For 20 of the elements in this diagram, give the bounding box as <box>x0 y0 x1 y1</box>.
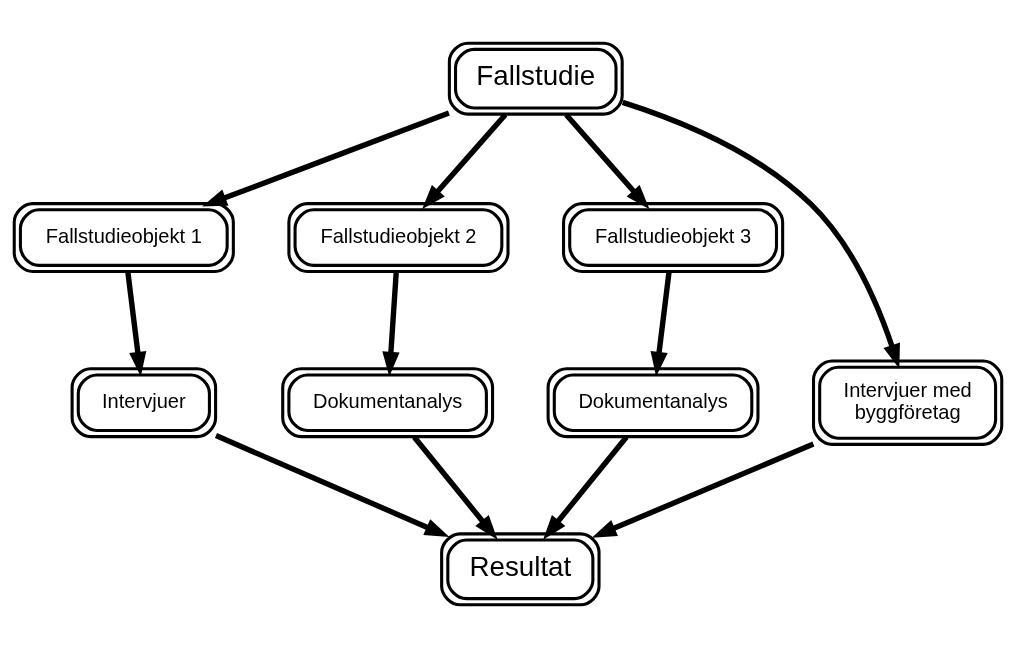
arrow <box>202 110 450 207</box>
arrow <box>214 433 450 537</box>
arrow <box>382 271 400 377</box>
node-box: Intervjuer <box>70 367 218 439</box>
arrow <box>650 271 672 377</box>
arrow <box>543 435 629 540</box>
arrow <box>564 113 650 210</box>
arrow <box>125 271 147 377</box>
node-box: Dokumentanalys <box>281 367 495 439</box>
node-box: Fallstudie <box>447 41 624 116</box>
node-box: Fallstudieobjekt 1 <box>12 202 235 274</box>
arrow <box>621 99 900 369</box>
node-box: Fallstudieobjekt 3 <box>562 202 785 274</box>
node-box: Fallstudieobjekt 2 <box>287 202 510 274</box>
node-box: Intervjuer med byggföretag <box>811 359 1004 446</box>
node-box: Dokumentanalys <box>546 367 760 439</box>
arrow <box>591 441 815 538</box>
arrow <box>422 113 508 210</box>
node-box: Resultat <box>440 532 601 607</box>
arrow <box>412 435 498 540</box>
